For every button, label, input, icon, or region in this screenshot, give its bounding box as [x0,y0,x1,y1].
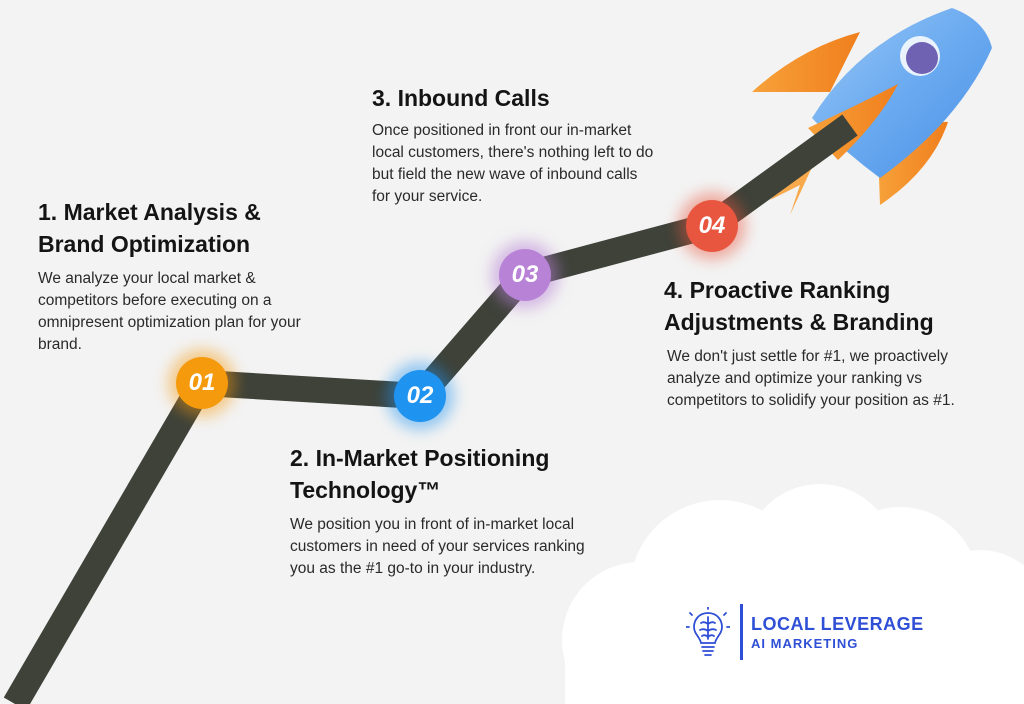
step-1-badge: 01 [176,357,228,409]
step-3: 3. Inbound Calls Once positioned in fron… [372,82,657,208]
step-1-title: 1. Market Analysis & Brand Optimization [38,199,261,257]
step-2: 2. In-Market Positioning Technology™ We … [290,442,590,580]
growth-path-line [3,114,858,704]
cloud-shape [562,484,1024,704]
step-4-title: 4. Proactive Ranking Adjustments & Brand… [664,277,934,335]
step-3-badge: 03 [499,249,551,301]
step-4: 4. Proactive Ranking Adjustments & Brand… [664,274,964,412]
brand-divider [740,604,743,660]
brand-name: LOCAL LEVERAGE [751,613,924,634]
brand-tagline: AI MARKETING [751,635,859,651]
step-4-description: We don't just settle for #1, we proactiv… [667,348,955,409]
step-1-description: We analyze your local market & competito… [38,270,301,353]
step-2-title: 2. In-Market Positioning Technology™ [290,445,550,503]
step-2-badge: 02 [394,370,446,422]
lightbulb-brain-icon [686,607,730,656]
step-1: 1. Market Analysis & Brand Optimization … [38,196,328,356]
step-2-description: We position you in front of in-market lo… [290,516,585,577]
step-4-badge: 04 [686,200,738,252]
step-3-description: Once positioned in front our in-market l… [372,122,654,205]
step-3-title: 3. Inbound Calls [372,85,550,111]
brand-logo: LOCAL LEVERAGE AI MARKETING [686,604,924,660]
